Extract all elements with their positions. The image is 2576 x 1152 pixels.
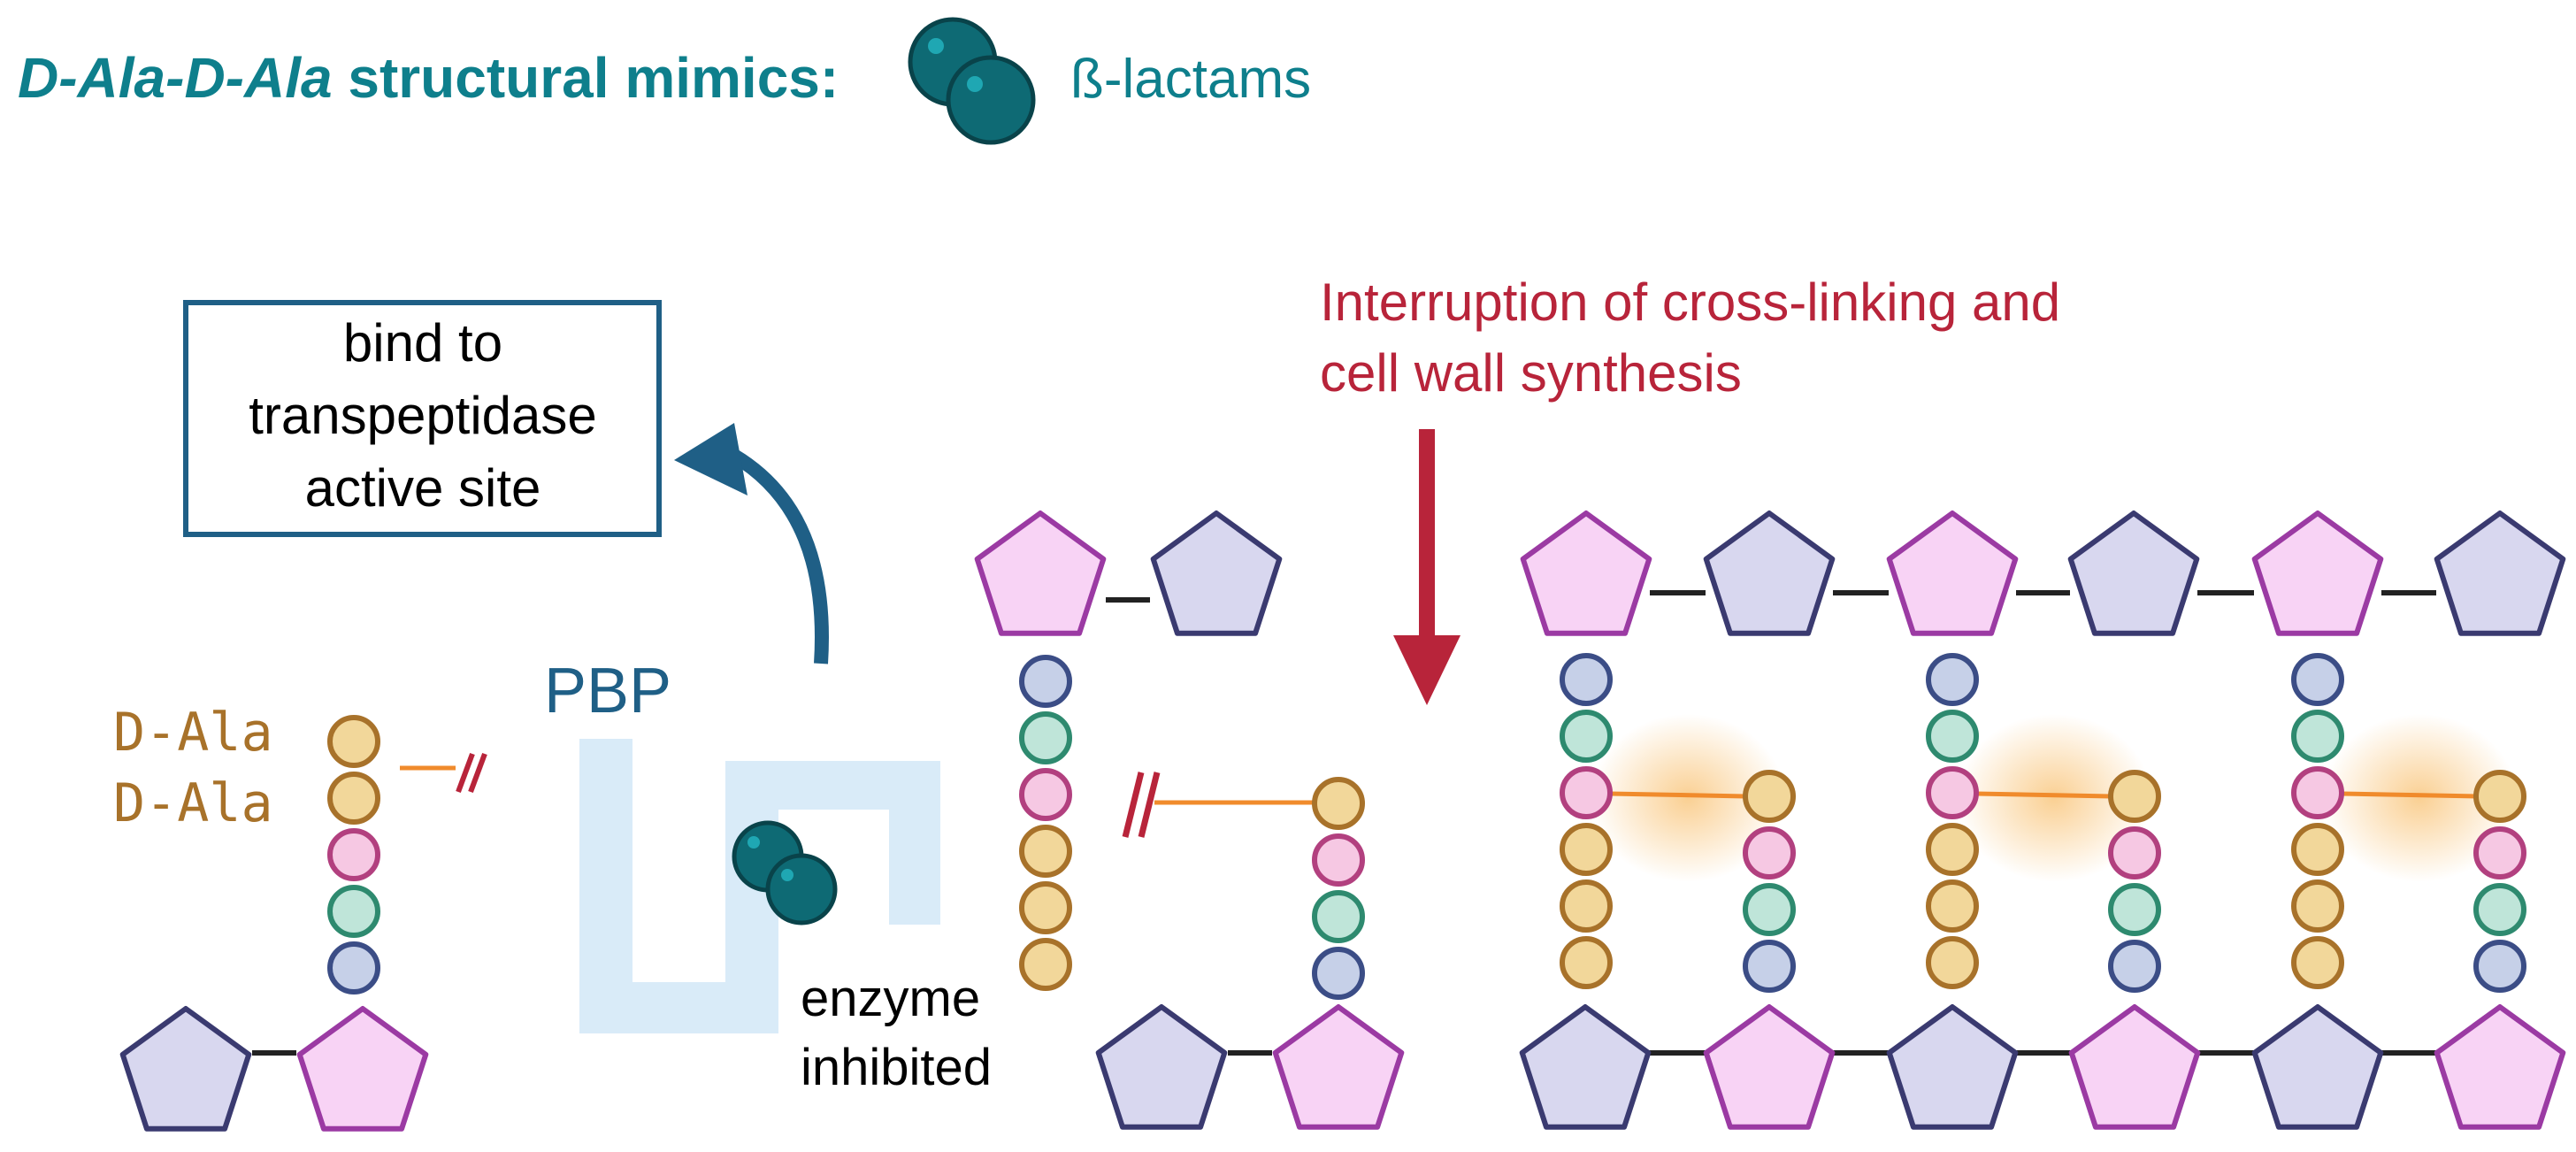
crosslink-glow-1 bbox=[1957, 714, 2151, 882]
mid-up-peptide-ala-4 bbox=[1019, 881, 1072, 934]
enzyme-line-1: enzyme bbox=[801, 970, 980, 1027]
bind-site-line-3: active site bbox=[305, 458, 541, 518]
interruption-line-1: Interruption of cross-linking and bbox=[1320, 273, 2060, 332]
header-title-italic: D-Ala-D-Ala bbox=[18, 46, 333, 110]
bind-site-line-1: bind to bbox=[343, 313, 502, 372]
mesh-up-peptide-1-mint-1 bbox=[1926, 710, 1979, 763]
mesh-down-peptide-1-ala-0 bbox=[2108, 770, 2161, 823]
binding-arrow bbox=[730, 449, 829, 664]
mid-up-peptide-ala-3 bbox=[1019, 825, 1072, 878]
mid-up-peptide-blue-0 bbox=[1019, 655, 1072, 708]
mesh-up-peptide-1-ala-5 bbox=[1926, 936, 1979, 989]
mesh-up-peptide-1-ala-4 bbox=[1926, 879, 1979, 933]
mesh-up-peptide-0-mint-1 bbox=[1560, 710, 1613, 763]
mesh-down-peptide-2-pink-1 bbox=[2473, 826, 2526, 879]
mesh-down-peptide-0-blue-3 bbox=[1743, 940, 1796, 993]
mid-up-peptide-mint-1 bbox=[1019, 711, 1072, 764]
glycan-top-5 bbox=[2434, 511, 2566, 636]
left-peptide-blue-4 bbox=[327, 941, 380, 995]
mid-down-peptide-pink-1 bbox=[1312, 833, 1365, 887]
dala-label-1: D-Ala bbox=[113, 702, 273, 764]
mesh-up-peptide-0-pink-2 bbox=[1560, 766, 1613, 819]
mesh-up-peptide-2-ala-3 bbox=[2291, 823, 2344, 876]
mesh-up-peptide-0-blue-0 bbox=[1560, 653, 1613, 706]
glycan-bottom-2 bbox=[1886, 1004, 2019, 1130]
block-mark-mid-b bbox=[1138, 772, 1161, 838]
mesh-up-peptide-2-blue-0 bbox=[2291, 653, 2344, 706]
glycan-nam-mid-top bbox=[974, 511, 1107, 636]
block-mark-left-b bbox=[468, 752, 487, 794]
glycan-nam-left bbox=[296, 1006, 429, 1132]
mesh-up-peptide-2-ala-5 bbox=[2291, 936, 2344, 989]
glycan-nam-mid-bottom bbox=[1272, 1004, 1405, 1130]
mesh-down-peptide-2-ala-0 bbox=[2473, 770, 2526, 823]
interruption-arrow-head bbox=[1393, 635, 1460, 705]
binding-arrow-head bbox=[674, 423, 748, 495]
bind-site-box bbox=[183, 300, 662, 537]
crosslink-bond-1 bbox=[1975, 791, 2112, 799]
block-mark-left-a bbox=[456, 752, 475, 794]
mesh-down-peptide-1-mint-2 bbox=[2108, 883, 2161, 936]
crosslink-bond-2 bbox=[2341, 791, 2477, 799]
mesh-down-peptide-2-blue-3 bbox=[2473, 940, 2526, 993]
glycan-nag-left bbox=[119, 1006, 252, 1132]
beta-lactam-icon-header bbox=[908, 17, 1036, 145]
glycan-nag-mid-top bbox=[1150, 511, 1283, 636]
block-mark-mid-a bbox=[1122, 772, 1145, 838]
mesh-down-peptide-2-mint-2 bbox=[2473, 883, 2526, 936]
mesh-down-peptide-0-pink-1 bbox=[1743, 826, 1796, 879]
header-title-rest: structural mimics: bbox=[333, 46, 840, 110]
glycan-bottom-5 bbox=[2434, 1004, 2566, 1130]
mesh-up-peptide-1-blue-0 bbox=[1926, 653, 1979, 706]
mesh-up-peptide-0-ala-5 bbox=[1560, 936, 1613, 989]
mesh-up-peptide-1-pink-2 bbox=[1926, 766, 1979, 819]
mid-down-peptide-ala-0 bbox=[1312, 777, 1365, 830]
mesh-up-peptide-2-ala-4 bbox=[2291, 879, 2344, 933]
left-peptide-ala-0 bbox=[327, 715, 380, 768]
mid-down-peptide-mint-2 bbox=[1312, 890, 1365, 943]
mesh-down-peptide-0-ala-0 bbox=[1743, 770, 1796, 823]
bind-site-line-2: transpeptidase bbox=[249, 386, 597, 445]
mesh-up-peptide-2-pink-2 bbox=[2291, 766, 2344, 819]
crosslink-glow-0 bbox=[1591, 714, 1785, 882]
header-title: D-Ala-D-Ala structural mimics: bbox=[18, 46, 839, 110]
enzyme-line-2: inhibited bbox=[801, 1039, 992, 1096]
interruption-line-2: cell wall synthesis bbox=[1320, 343, 1742, 403]
left-peptide-pink-2 bbox=[327, 828, 380, 881]
pbp-label: PBP bbox=[544, 656, 671, 726]
mesh-down-peptide-0-mint-2 bbox=[1743, 883, 1796, 936]
mesh-down-peptide-1-pink-1 bbox=[2108, 826, 2161, 879]
dala-label-2: D-Ala bbox=[113, 772, 273, 834]
mesh-up-peptide-1-ala-3 bbox=[1926, 823, 1979, 876]
mid-down-peptide-blue-3 bbox=[1312, 947, 1365, 1000]
crosslink-glows bbox=[1591, 714, 2517, 882]
glycan-top-4 bbox=[2251, 511, 2384, 636]
glycan-bonds bbox=[252, 590, 2477, 1056]
left-peptide-ala-1 bbox=[327, 772, 380, 825]
glycan-bottom-3 bbox=[2068, 1004, 2201, 1130]
mid-up-peptide-pink-2 bbox=[1019, 768, 1072, 821]
glycan-top-0 bbox=[1520, 511, 1652, 636]
crosslink-bond-0 bbox=[1609, 791, 1746, 799]
beta-lactam-icon-bound bbox=[732, 820, 838, 925]
glycan-bottom-1 bbox=[1703, 1004, 1836, 1130]
mesh-up-peptide-2-mint-1 bbox=[2291, 710, 2344, 763]
glycan-top-2 bbox=[1886, 511, 2019, 636]
crosslink-glow-2 bbox=[2322, 714, 2517, 882]
glycan-bottom-4 bbox=[2251, 1004, 2384, 1130]
mesh-up-peptide-0-ala-4 bbox=[1560, 879, 1613, 933]
glycan-top-1 bbox=[1703, 511, 1836, 636]
mesh-up-peptide-0-ala-3 bbox=[1560, 823, 1613, 876]
glycan-bottom-0 bbox=[1519, 1004, 1652, 1130]
glycan-nag-mid-bottom bbox=[1095, 1004, 1228, 1130]
mesh-down-peptide-1-blue-3 bbox=[2108, 940, 2161, 993]
glycan-top-3 bbox=[2067, 511, 2200, 636]
beta-lactams-label: ß-lactams bbox=[1070, 49, 1311, 110]
left-peptide-mint-3 bbox=[327, 885, 380, 938]
peptidoglycan-units bbox=[119, 511, 2566, 1132]
mid-up-peptide-ala-5 bbox=[1019, 938, 1072, 991]
